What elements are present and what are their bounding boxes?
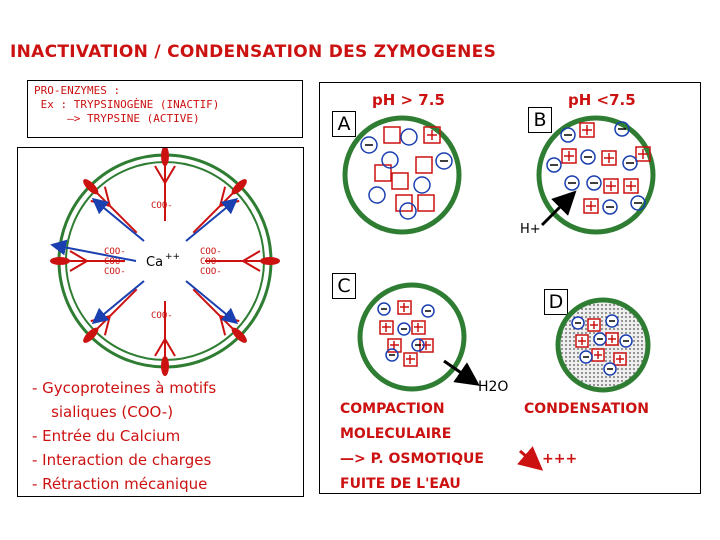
- bullet-item: - Gycoproteines à motifs: [32, 379, 217, 397]
- water-label: H2O: [478, 379, 508, 395]
- water-arrow: [443, 359, 480, 386]
- bullet-item: - Interaction de charges: [32, 451, 212, 469]
- zymogen-cluster-b: [561, 122, 651, 214]
- calcium-label: Ca: [146, 255, 163, 270]
- zymogen-cluster-c: [381, 308, 431, 356]
- glycoprotein-group: [83, 179, 138, 234]
- granule-c: [357, 282, 467, 392]
- glycoprotein-group: [192, 179, 247, 234]
- coo-label: COO-: [200, 247, 222, 257]
- retraction-arrow: [91, 280, 145, 325]
- zymogen-cluster-c: [379, 300, 434, 367]
- panel-letter-b: B: [528, 107, 552, 133]
- caption-compaction: COMPACTION: [340, 401, 445, 417]
- bullet-list: - Gycoproteines à motifs sialiques (COO-…: [32, 376, 216, 496]
- retraction-arrow: [91, 197, 145, 242]
- caption-condensation: CONDENSATION: [524, 401, 650, 417]
- vesicle-diagram: COO- COO- COO- COO- COO- COO- COO- COO- …: [50, 148, 280, 376]
- glycoprotein-group: [192, 288, 247, 343]
- granule-a: [342, 115, 462, 235]
- glycoprotein-group: [205, 250, 280, 272]
- retraction-arrow: [50, 239, 137, 262]
- glycoprotein-group: [50, 250, 125, 272]
- zymogen-states-panel: A B C D pH > 7.5 pH <7.5: [319, 82, 701, 494]
- coo-label: COO-: [104, 257, 126, 267]
- zymogen-cluster-a: [365, 144, 448, 162]
- caption-fuite: FUITE DE L'EAU: [340, 476, 461, 492]
- ph-label-a: pH > 7.5: [372, 91, 445, 109]
- ph-label-b: pH <7.5: [568, 91, 636, 109]
- coo-label: COO-: [151, 201, 173, 211]
- pro-enzymes-example: Ex : TRYPSINOGÈNE (INACTIF): [34, 98, 220, 111]
- coo-label: COO-: [200, 267, 222, 277]
- caption-plus: +++: [542, 451, 578, 467]
- caption-osmotique: —> P. OSMOTIQUE: [340, 451, 484, 467]
- panel-letter-a: A: [332, 111, 356, 137]
- coo-label: COO-: [200, 257, 222, 267]
- pro-enzymes-heading: PRO-ENZYMES :: [34, 84, 121, 97]
- caption-moleculaire: MOLECULAIRE: [340, 426, 452, 442]
- panel-letter-d: D: [544, 289, 568, 315]
- retraction-arrow: [185, 280, 239, 325]
- page-title: INACTIVATION / CONDENSATION DES ZYMOGENE…: [10, 42, 497, 62]
- proton-arrow: [540, 190, 577, 227]
- pro-enzymes-box: PRO-ENZYMES : Ex : TRYPSINOGÈNE (INACTIF…: [27, 80, 303, 138]
- pro-enzymes-activation: —> TRYPSINE (ACTIVE): [34, 112, 200, 125]
- coo-label: COO-: [104, 247, 126, 257]
- pressure-arrow: [517, 446, 544, 471]
- coo-label: COO-: [151, 311, 173, 321]
- zymogen-cluster-d: [575, 318, 627, 366]
- coo-label: COO-: [104, 267, 126, 277]
- zymogen-cluster-d: [575, 320, 629, 370]
- bullet-item: sialiques (COO-): [32, 403, 174, 421]
- vesicle-panel: COO- COO- COO- COO- COO- COO- COO- COO- …: [17, 147, 304, 497]
- zymogen-cluster-b: [546, 121, 646, 215]
- bullet-item: - Rétraction mécanique: [32, 475, 208, 493]
- zymogen-cluster-c: [377, 302, 435, 362]
- glycoprotein-group: [154, 301, 176, 376]
- zymogen-diagrams: H+ H2O: [342, 115, 656, 471]
- zymogen-cluster-b: [550, 128, 642, 208]
- bullet-item: - Entrée du Calcium: [32, 427, 181, 445]
- proton-label: H+: [520, 222, 541, 237]
- retraction-arrow: [185, 197, 239, 242]
- calcium-charge: ++: [165, 252, 180, 262]
- zymogen-cluster-a: [360, 128, 453, 220]
- panel-letter-c: C: [332, 273, 356, 299]
- granule-b: [536, 115, 656, 235]
- glycoprotein-group: [83, 288, 138, 343]
- glycoprotein-group: [154, 148, 176, 221]
